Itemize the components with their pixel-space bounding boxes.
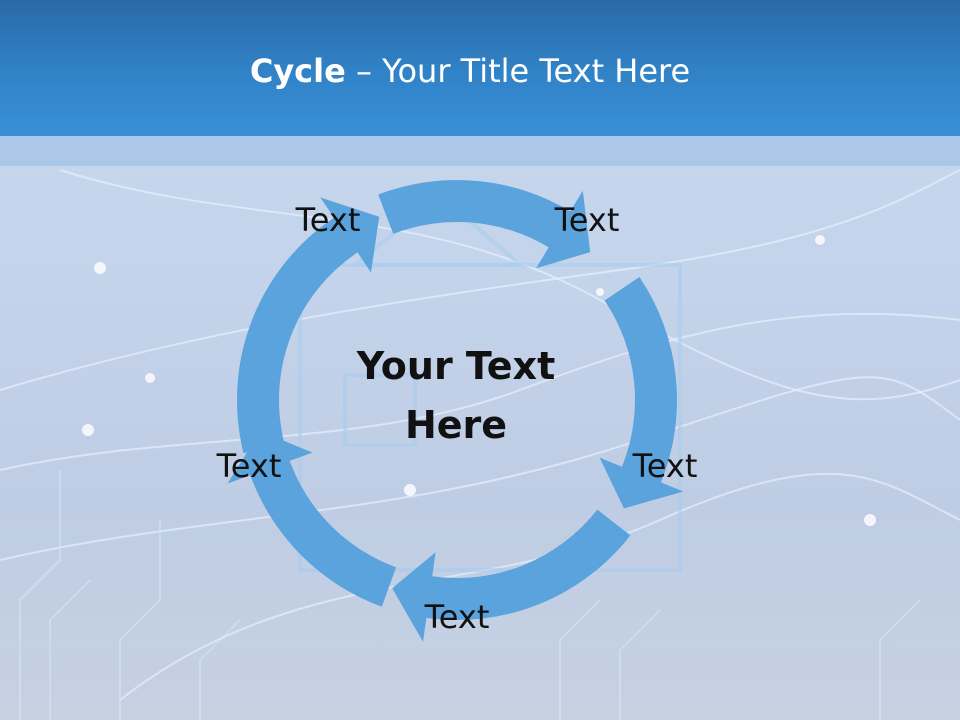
cycle-arrow-5 [236, 197, 380, 454]
center-text: Your Text Here [357, 337, 555, 455]
cycle-arrow-3 [392, 509, 631, 642]
title-bar-strip [0, 136, 960, 166]
cycle-step-label: Text [216, 447, 282, 485]
cycle-step-label: Text [632, 447, 698, 485]
cycle-arrow-2 [599, 277, 684, 509]
cycle-step-label: Text [554, 201, 620, 239]
slide-title: Cycle – Your Title Text Here [0, 52, 940, 90]
cycle-step-label: Text [295, 201, 361, 239]
cycle-arrow-4 [227, 431, 397, 607]
center-text-line: Here [404, 403, 508, 447]
cycle-step-label: Text [424, 598, 490, 636]
title-bar [0, 0, 960, 136]
title-bold: Cycle [249, 52, 346, 90]
center-text-line: Your Text [356, 344, 556, 389]
cycle-arrow-1 [378, 179, 591, 269]
title-rest: – Your Title Text Here [345, 52, 691, 90]
